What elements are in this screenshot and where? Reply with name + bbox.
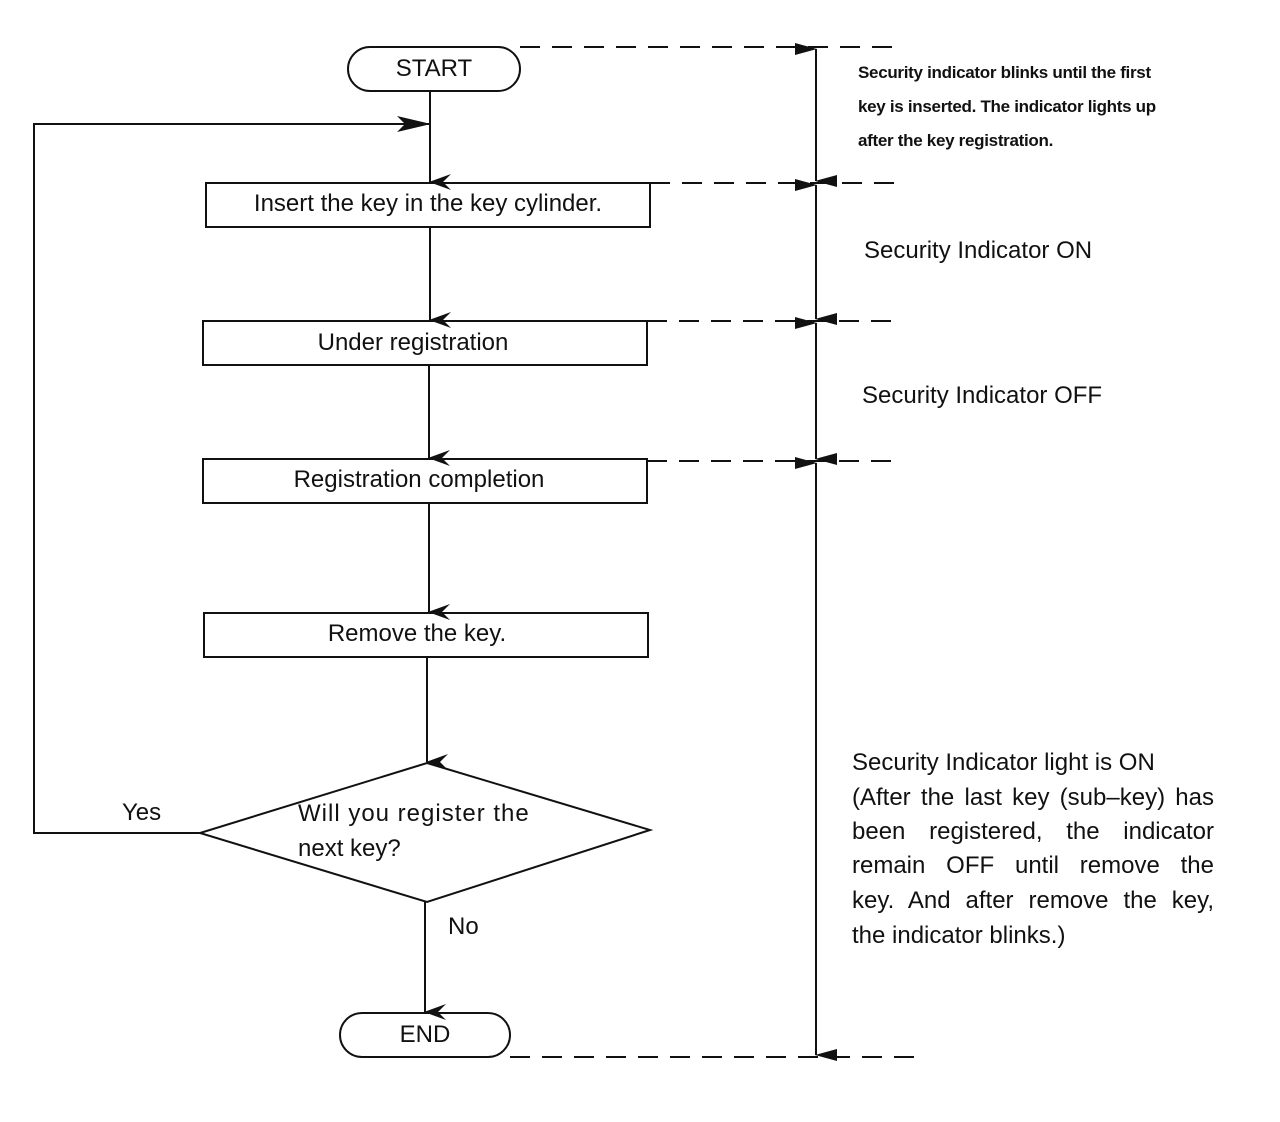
note-light-on-line1: Security Indicator light is ON xyxy=(852,749,1155,776)
no-label: No xyxy=(448,913,479,940)
step-insert-key-label: Insert the key in the key cylinder. xyxy=(253,190,603,217)
note-blink-line3: after the key registration. xyxy=(858,131,1054,150)
decision-question-line2: next key? xyxy=(298,835,401,862)
note-light-on-line2: (After the last key (sub–key) has xyxy=(852,784,1214,811)
note-blink-line2: key is inserted. The indicator lights up xyxy=(858,97,1156,116)
end-label: END xyxy=(399,1021,451,1048)
step-insert-key-box xyxy=(205,182,651,228)
start-label: START xyxy=(395,55,473,82)
step-registration-completion-label: Registration completion xyxy=(293,466,545,493)
step-remove-key-label: Remove the key. xyxy=(327,620,507,647)
start-terminator xyxy=(347,46,521,92)
yes-loop-line xyxy=(33,116,431,834)
note-indicator-on: Security Indicator ON xyxy=(864,237,1093,264)
decision-diamond xyxy=(196,761,654,904)
decision-question-line1: Will you register the xyxy=(298,800,530,827)
yes-label: Yes xyxy=(122,799,162,826)
note-light-on-line5: key. And after remove the key, xyxy=(852,887,1214,914)
note-light-on-line3: been registered, the indicator xyxy=(852,818,1214,845)
note-light-on-line4: remain OFF until remove the xyxy=(852,852,1214,879)
step-under-registration-box xyxy=(202,320,648,366)
note-blink-line1: Security indicator blinks until the firs… xyxy=(858,63,1151,82)
step-under-registration-label: Under registration xyxy=(317,329,509,356)
step-registration-completion-box xyxy=(202,458,648,504)
note-light-on-line6: the indicator blinks.) xyxy=(852,922,1066,949)
note-indicator-off: Security Indicator OFF xyxy=(862,382,1103,409)
